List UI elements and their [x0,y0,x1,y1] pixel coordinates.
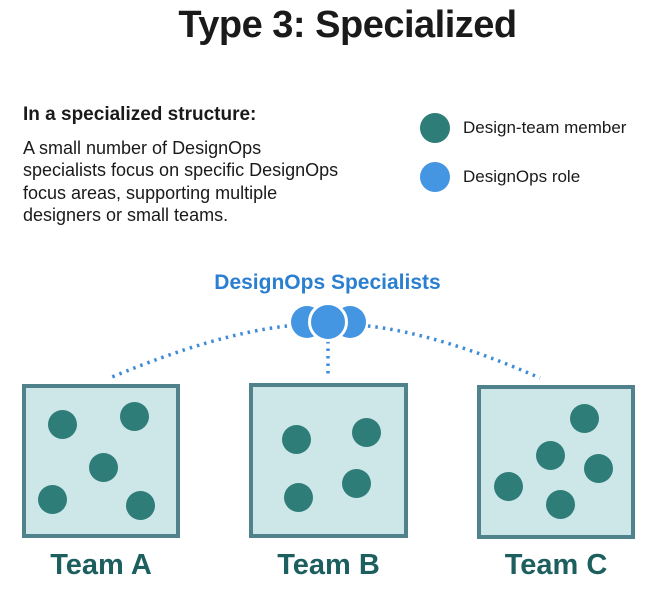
legend: Design-team member DesignOps role [420,113,626,192]
team-c-box [477,385,635,539]
team-member-dot [569,403,599,433]
team-b-box [249,383,408,538]
team-c-label: Team C [504,549,608,581]
team-member-dot [583,453,613,483]
team-member-dot [47,409,77,439]
legend-item-designops-role: DesignOps role [420,162,626,192]
intro-body: A small number of DesignOps specialists … [23,138,339,225]
team-member-dot [88,452,118,482]
team-member-dot [351,417,381,447]
team-member-dot [119,401,149,431]
legend-label-designops-role: DesignOps role [463,167,581,186]
team-member-dot [281,424,311,454]
team-member-dot [283,482,313,512]
team-member-dot [493,471,523,501]
legend-item-design-team-member: Design-team member [420,113,626,143]
page-title: Type 3: Specialized [178,4,517,46]
specialists-label: DesignOps Specialists [214,271,441,294]
team-member-dot [545,489,575,519]
team-member-dot [535,440,565,470]
designops-specialist-dot [308,302,348,342]
team-member-dot [341,468,371,498]
team-a-label: Team A [50,549,152,581]
team-b-label: Team B [277,549,380,581]
intro-heading: In a specialized structure: [23,104,257,125]
designops-role-dot-icon [420,162,450,192]
design-team-member-dot-icon [420,113,450,143]
connector-left [111,324,288,379]
connector-right [367,324,541,380]
team-member-dot [125,490,155,520]
intro-section: In a specialized structure: A small numb… [23,104,393,226]
legend-label-design-team-member: Design-team member [463,118,627,137]
team-member-dot [37,484,67,514]
team-a-box [22,384,180,538]
